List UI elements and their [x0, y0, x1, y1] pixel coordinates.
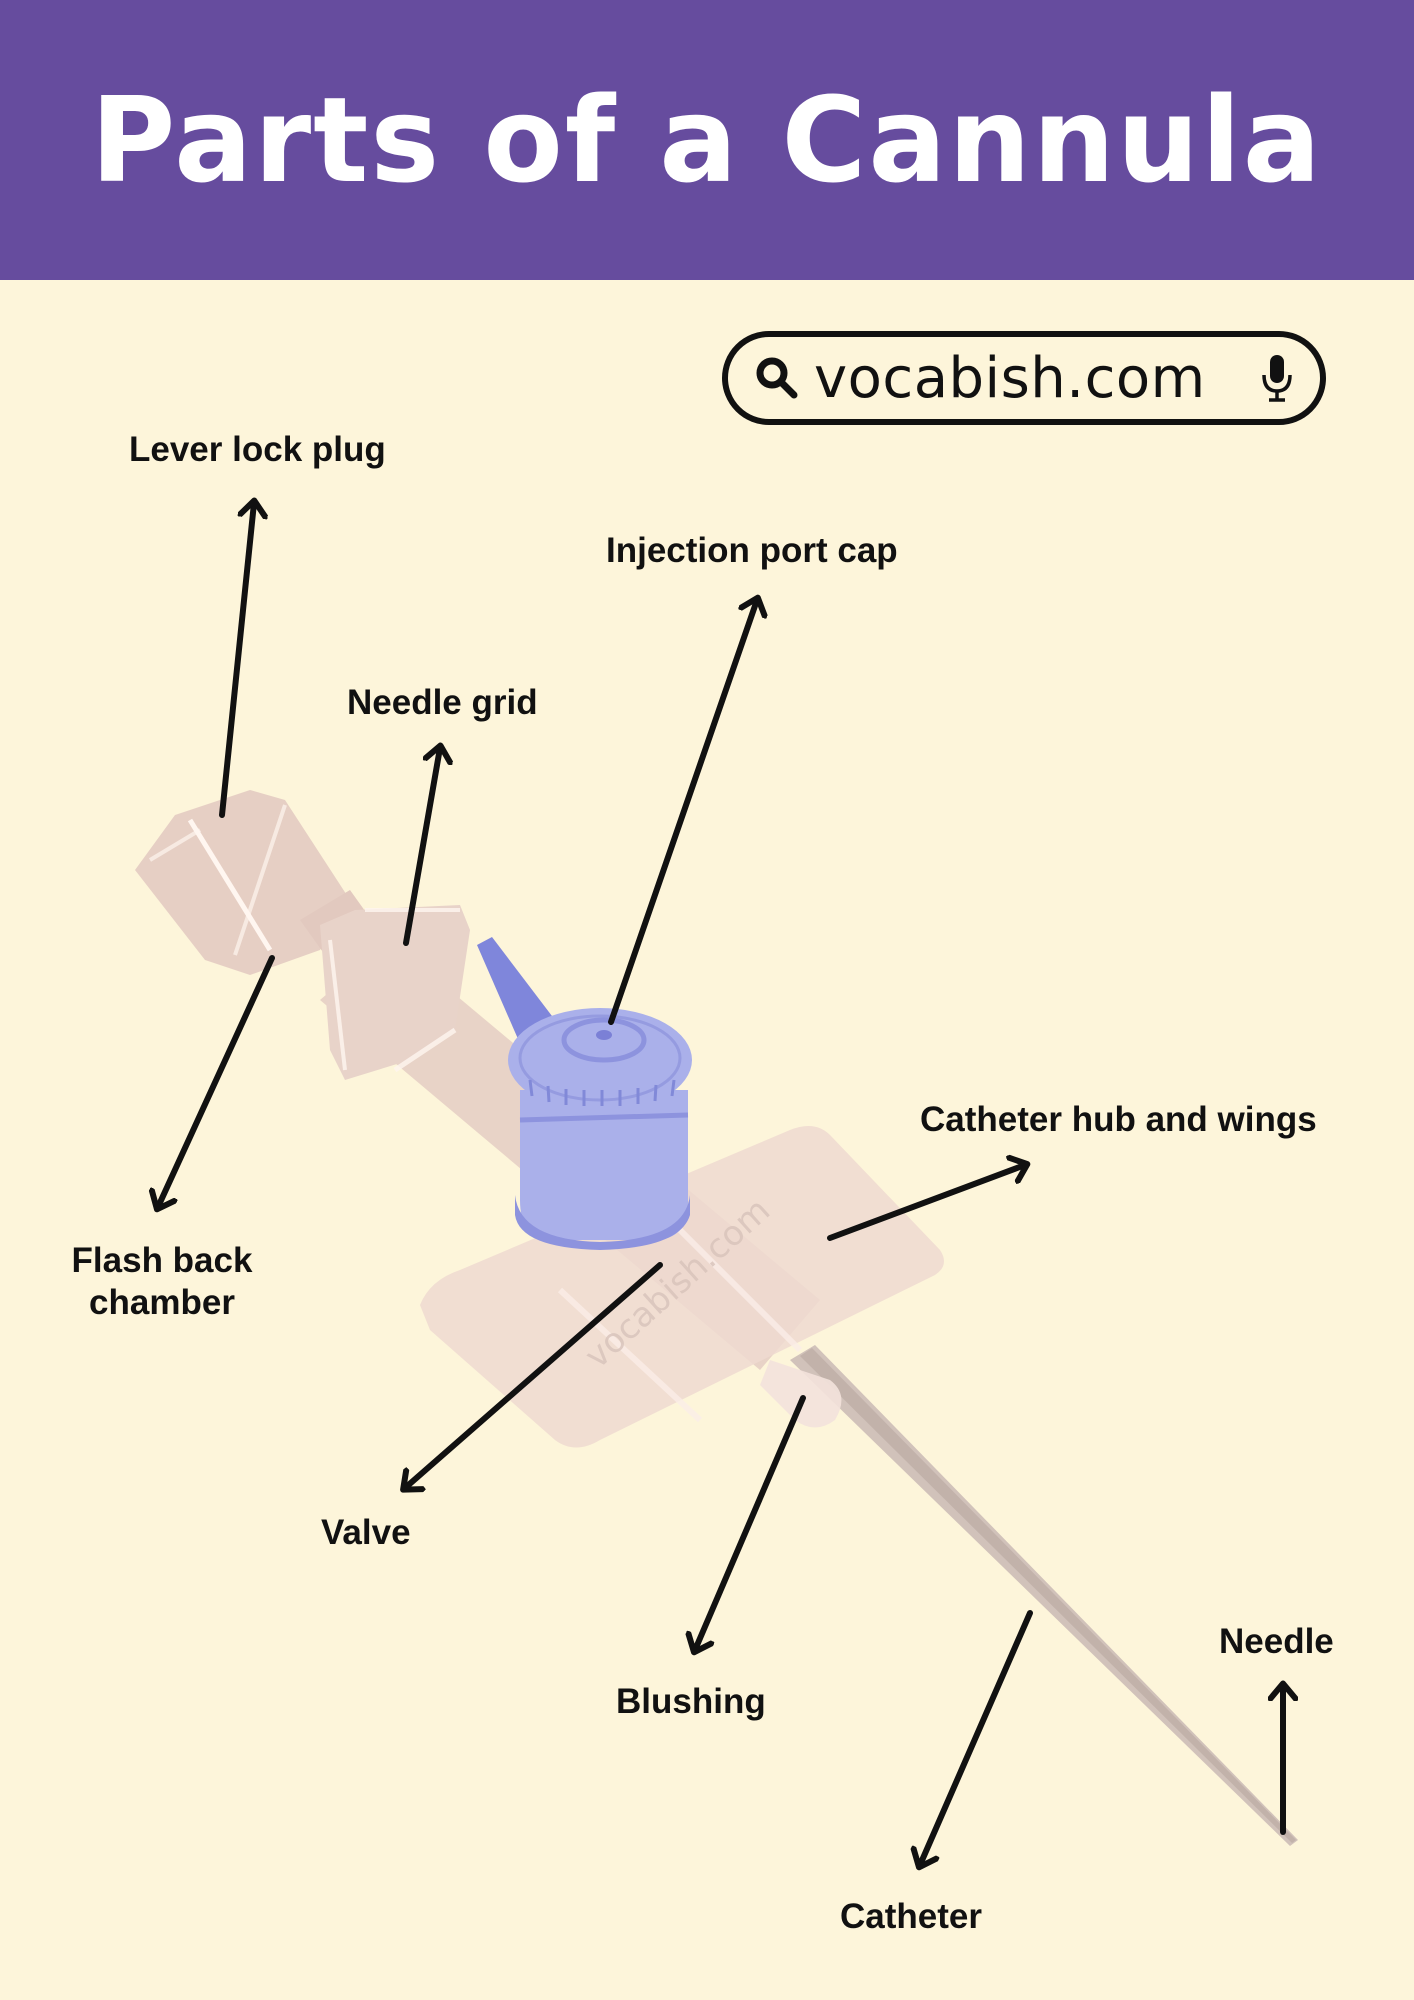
pointer-arrows [158, 503, 1283, 1865]
label-catheter-hub-and-wings: Catheter hub and wings [920, 1100, 1317, 1139]
arrow-lever-lock-plug [219, 503, 254, 818]
label-needle-grid: Needle grid [347, 683, 538, 722]
header-banner: Parts of a Cannula [0, 0, 1414, 280]
arrow-injection-port-cap [608, 600, 757, 1025]
label-valve: Valve [321, 1513, 411, 1552]
page-title: Parts of a Cannula [90, 71, 1324, 209]
needle-shaft [790, 1345, 1298, 1846]
label-needle: Needle [1219, 1622, 1334, 1661]
arrow-catheter [920, 1610, 1033, 1865]
microphone-icon [1262, 355, 1292, 402]
search-badge[interactable]: vocabish.com [722, 331, 1326, 425]
search-icon [756, 357, 798, 399]
badge-url: vocabish.com [814, 345, 1206, 411]
label-catheter: Catheter [840, 1897, 982, 1936]
arrow-catheter-hub-and-wings [827, 1165, 1025, 1241]
label-lever-lock-plug: Lever lock plug [129, 430, 386, 469]
arrow-valve [405, 1262, 663, 1488]
label-injection-port-cap: Injection port cap [606, 531, 898, 570]
label-flash-back-chamber-line2: chamber [89, 1283, 235, 1322]
label-flash-back-chamber-line1: Flash back [71, 1241, 253, 1280]
arrow-needle-grid [403, 748, 440, 946]
catheter-wings [420, 1126, 944, 1448]
label-flash-back-chamber: Flash back chamber [62, 1240, 262, 1324]
arrow-flash-back-chamber [158, 955, 275, 1207]
label-blushing: Blushing [616, 1682, 766, 1721]
arrow-blushing [695, 1395, 806, 1650]
injection-port-cap-shape [508, 1008, 692, 1250]
